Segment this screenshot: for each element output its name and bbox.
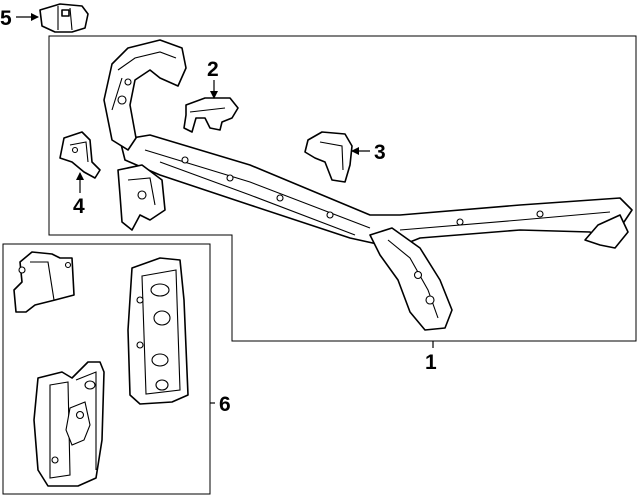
clip-part-5 bbox=[39, 3, 89, 33]
assembly-frame bbox=[48, 35, 637, 342]
bracket-part-3 bbox=[304, 131, 353, 183]
callout-3: 3 bbox=[374, 141, 386, 164]
kit-part-bottom-left bbox=[33, 361, 105, 487]
callout-1: 1 bbox=[425, 351, 437, 374]
bracket-part-4 bbox=[59, 131, 101, 179]
kit-frame bbox=[2, 243, 211, 495]
kit-part-right-panel bbox=[127, 257, 189, 405]
callout-4: 4 bbox=[73, 195, 85, 218]
callout-2: 2 bbox=[207, 58, 219, 81]
callout-6: 6 bbox=[219, 393, 231, 416]
bracket-part-2 bbox=[183, 97, 239, 133]
kit-part-top-left bbox=[13, 251, 75, 313]
callout-5: 5 bbox=[0, 7, 12, 30]
radiator-support-part bbox=[103, 39, 633, 331]
